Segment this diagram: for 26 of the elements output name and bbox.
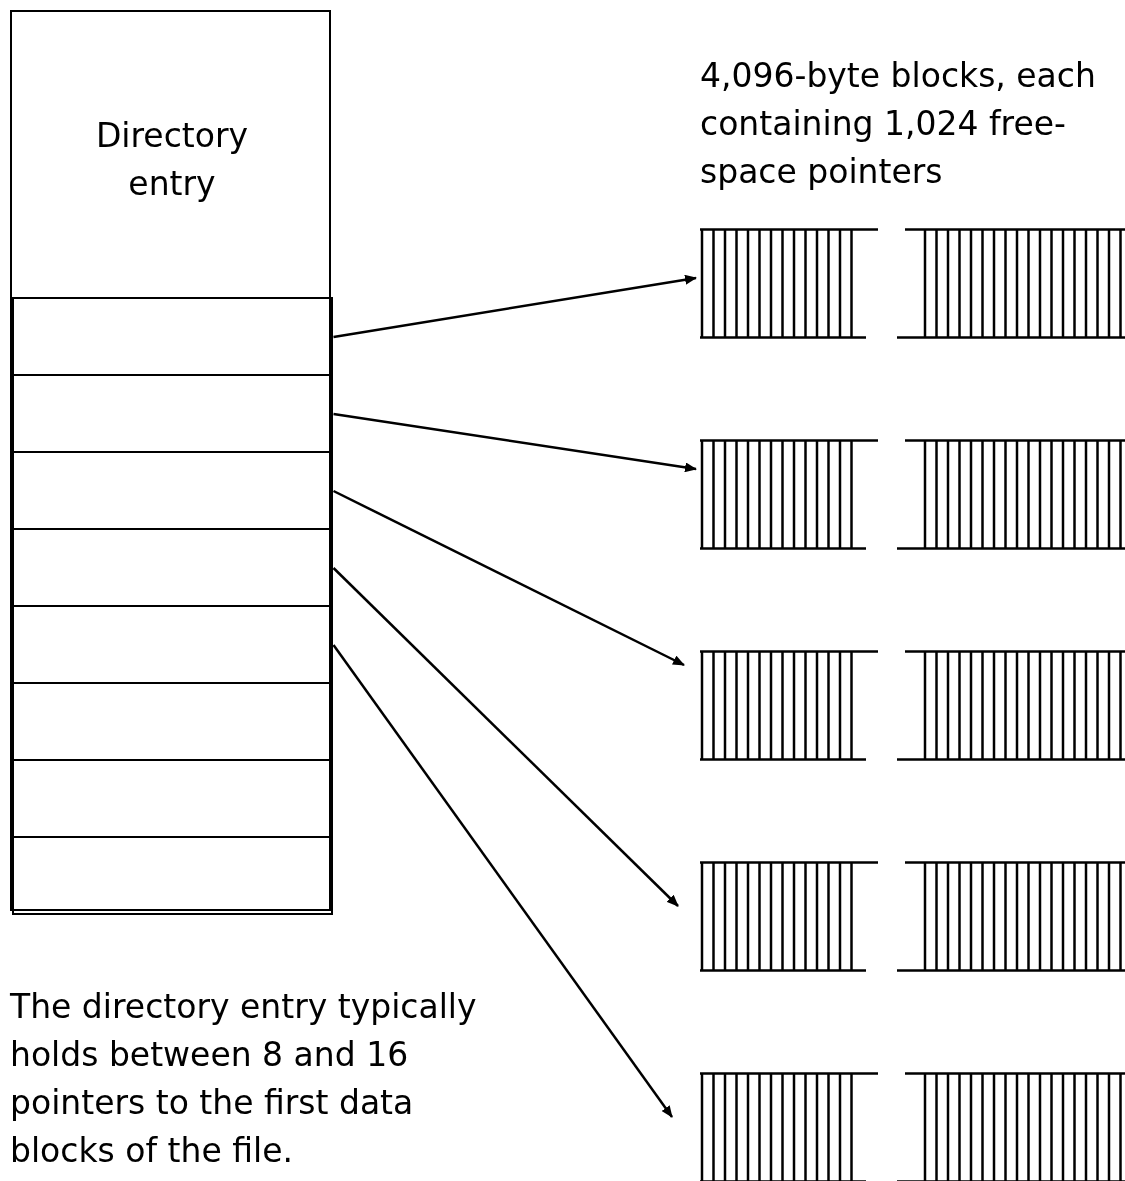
data-block-drawing	[700, 650, 878, 761]
pointer-slot	[12, 528, 333, 607]
data-block-drawing	[700, 1072, 878, 1181]
heading-note: 4,096-byte blocks, each containing 1,024 free-space pointers	[700, 55, 1097, 193]
pointer-slot	[12, 374, 333, 453]
arrow	[333, 274, 697, 339]
data-block-drawing	[897, 650, 1125, 761]
pointer-slot	[12, 451, 333, 530]
pointer-slot	[12, 836, 333, 915]
arrow	[332, 489, 685, 667]
pointer-slot	[12, 759, 333, 838]
data-block-drawing	[700, 861, 878, 972]
data-block-drawing	[897, 861, 1125, 972]
data-block-drawing	[700, 228, 878, 339]
arrow	[332, 567, 679, 907]
pointer-slot	[12, 297, 333, 376]
caption-note: The directory entry typically holds between 8 and 16 pointers to the first data blocks of the file.	[10, 986, 478, 1172]
arrow	[333, 412, 697, 473]
pointer-slot	[12, 605, 333, 684]
data-block-drawing	[897, 439, 1125, 550]
data-block-drawing	[700, 439, 878, 550]
arrow	[332, 644, 673, 1118]
data-block-drawing	[897, 1072, 1125, 1181]
table-heading: Directory entry	[94, 115, 250, 205]
pointer-slot	[12, 682, 333, 761]
data-block-drawing	[897, 228, 1125, 339]
